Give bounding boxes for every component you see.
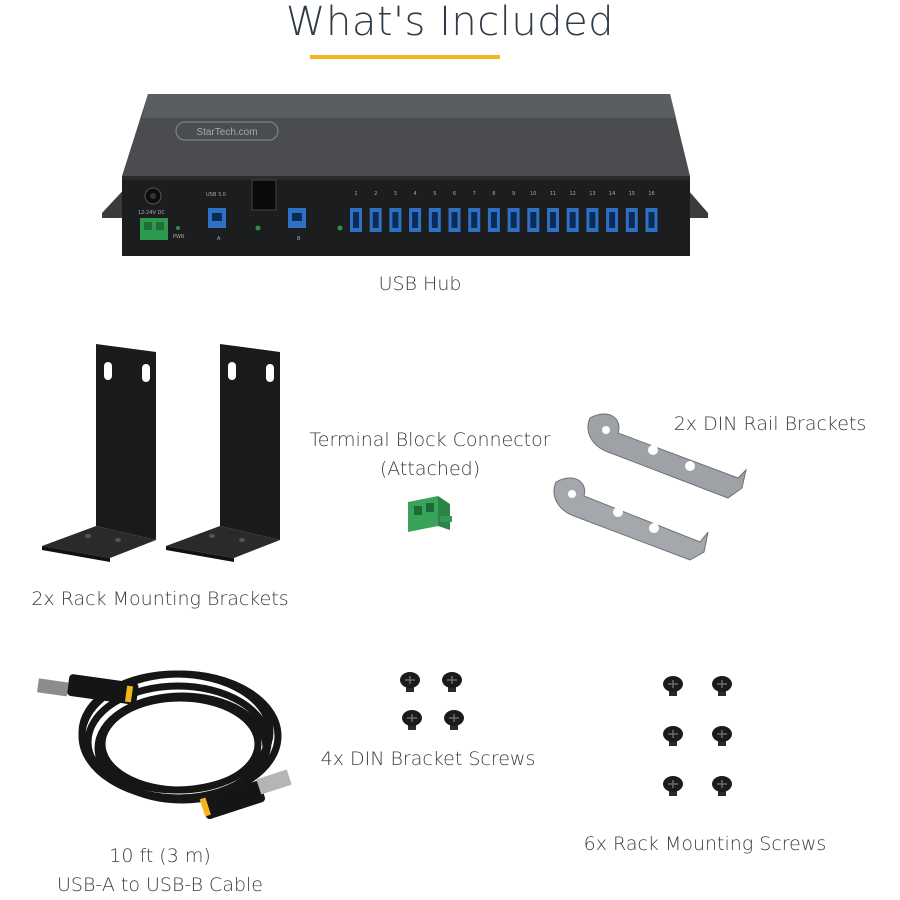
- usb-port-number: 6: [453, 191, 456, 197]
- cable-image: [37, 670, 292, 820]
- terminal-block-label-line1: Terminal Block Connector: [309, 429, 551, 451]
- usb-port-number: 15: [629, 191, 635, 197]
- rack-brackets-label: 2x Rack Mounting Brackets: [31, 588, 289, 610]
- usb-port-number: 14: [609, 191, 615, 197]
- usb-port-number: 2: [374, 191, 377, 197]
- cable-label-line2: USB-A to USB-B Cable: [56, 874, 263, 896]
- screw-icon: [712, 776, 732, 796]
- port-a-label: A: [217, 236, 221, 242]
- terminal-block-label: Terminal Block Connector (Attached): [290, 426, 570, 484]
- screw-icon: [712, 676, 732, 696]
- usb-hub-image: StarTech.com 12-24V DC PWR USB 3.0 A B 1…: [102, 94, 708, 256]
- terminal-block-image: [408, 496, 452, 532]
- usb-port-number: 12: [570, 191, 576, 197]
- usb-version-text: USB 3.0: [206, 192, 226, 198]
- usb-port-number: 13: [589, 191, 595, 197]
- usb-port-number: 5: [433, 191, 436, 197]
- usb-port-number: 16: [648, 191, 654, 197]
- screw-icon: [663, 676, 683, 696]
- din-brackets-label: 2x DIN Rail Brackets: [673, 413, 867, 435]
- din-screws-label: 4x DIN Bracket Screws: [320, 748, 536, 770]
- port-b-label: B: [297, 236, 301, 242]
- rack-screws-image: [663, 676, 732, 796]
- din-bracket-image: [553, 413, 747, 561]
- usb-port-number: 11: [550, 191, 556, 197]
- page-title: What's Included: [285, 0, 615, 45]
- screw-icon: [400, 672, 420, 692]
- screw-group-din: [400, 672, 464, 730]
- usb-port-number: 9: [512, 191, 515, 197]
- screw-icon: [663, 776, 683, 796]
- usb-port-number: 1: [354, 191, 357, 197]
- title-underline: [310, 55, 500, 59]
- brand-logo-text: StarTech.com: [196, 127, 257, 138]
- usb-port-number: 10: [530, 191, 536, 197]
- usb-port-number: 8: [492, 191, 495, 197]
- usb-hub-label: USB Hub: [378, 273, 462, 295]
- usb-port-number: 4: [414, 191, 417, 197]
- screw-icon: [712, 726, 732, 746]
- usb-port-number: 3: [394, 191, 397, 197]
- usb-port-number: 7: [473, 191, 476, 197]
- pwr-text: PWR: [173, 234, 185, 240]
- din-screws-image: [400, 672, 464, 730]
- screw-icon: [663, 726, 683, 746]
- rack-screws-label: 6x Rack Mounting Screws: [583, 833, 827, 855]
- screw-group-rack: [663, 676, 732, 796]
- power-text: 12-24V DC: [138, 210, 165, 216]
- screw-icon: [444, 710, 464, 730]
- cable-label-line1: 10 ft (3 m): [109, 845, 211, 867]
- screw-icon: [442, 672, 462, 692]
- rack-bracket-image: [42, 344, 280, 562]
- screw-icon: [402, 710, 422, 730]
- terminal-block-label-line2: (Attached): [379, 458, 481, 480]
- cable-label: 10 ft (3 m) USB-A to USB-B Cable: [20, 842, 300, 900]
